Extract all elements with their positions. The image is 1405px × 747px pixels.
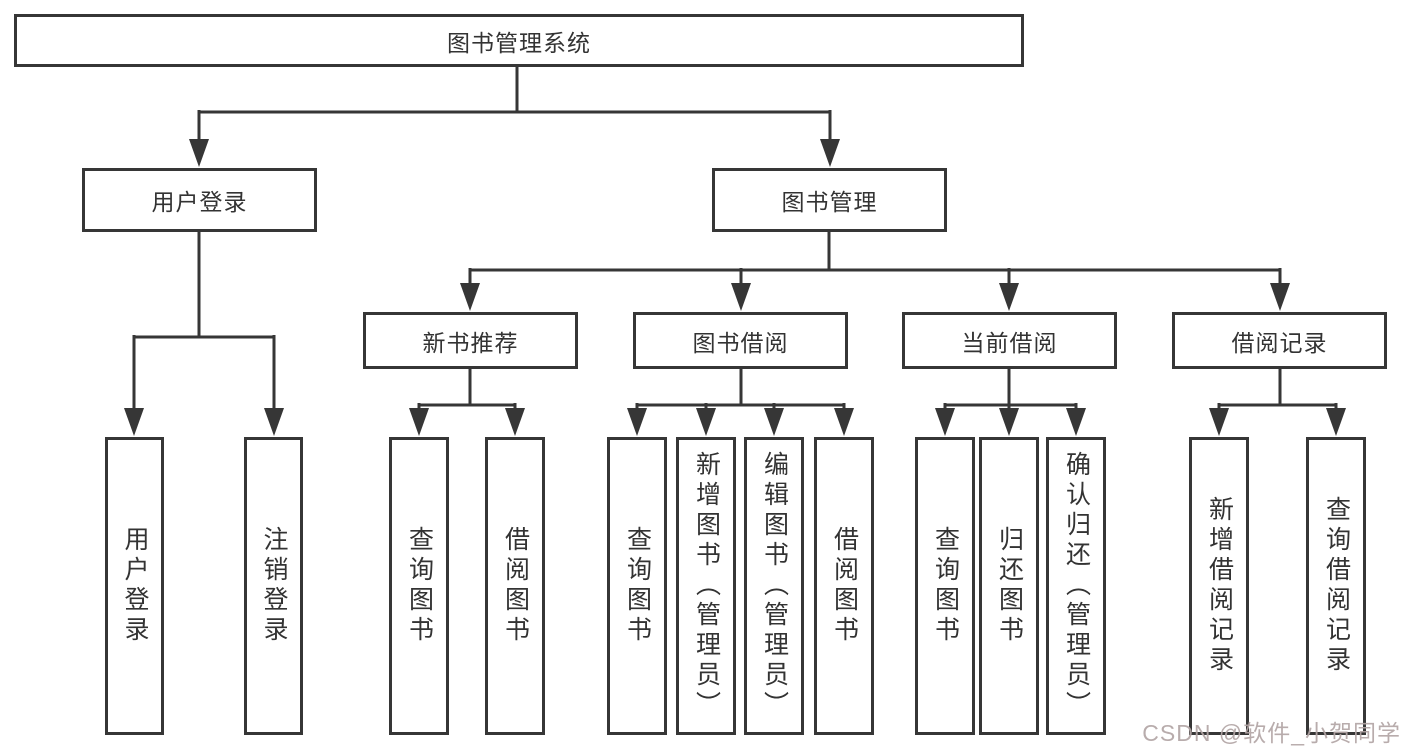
node-borrowing-records: 借阅记录 [1172, 312, 1387, 369]
leaf-recommend-borrow-books: 借阅图书 [485, 437, 545, 735]
node-book-management-module: 图书管理 [712, 168, 947, 232]
leaf-borrowing-edit-books-admin: 编辑图书（管理员） [744, 437, 804, 735]
node-book-borrowing: 图书借阅 [633, 312, 848, 369]
leaf-current-query-books: 查询图书 [915, 437, 975, 735]
leaf-current-return-books: 归还图书 [979, 437, 1039, 735]
leaf-borrowing-query-books: 查询图书 [607, 437, 667, 735]
leaf-current-confirm-return-admin: 确认归还（管理员） [1046, 437, 1106, 735]
leaf-recommend-query-books: 查询图书 [389, 437, 449, 735]
leaf-records-add-record: 新增借阅记录 [1189, 437, 1249, 735]
leaf-borrowing-borrow-books: 借阅图书 [814, 437, 874, 735]
node-new-book-recommend: 新书推荐 [363, 312, 578, 369]
leaf-logout-action: 注销登录 [244, 437, 303, 735]
watermark: CSDN @软件_小贺同学 [1142, 720, 1401, 746]
node-system: 图书管理系统 [14, 14, 1024, 67]
node-current-borrowing: 当前借阅 [902, 312, 1117, 369]
leaf-records-query-record: 查询借阅记录 [1306, 437, 1366, 735]
leaf-user-login-action: 用户登录 [105, 437, 164, 735]
leaf-borrowing-add-books-admin: 新增图书（管理员） [676, 437, 736, 735]
node-user-login-module: 用户登录 [82, 168, 317, 232]
